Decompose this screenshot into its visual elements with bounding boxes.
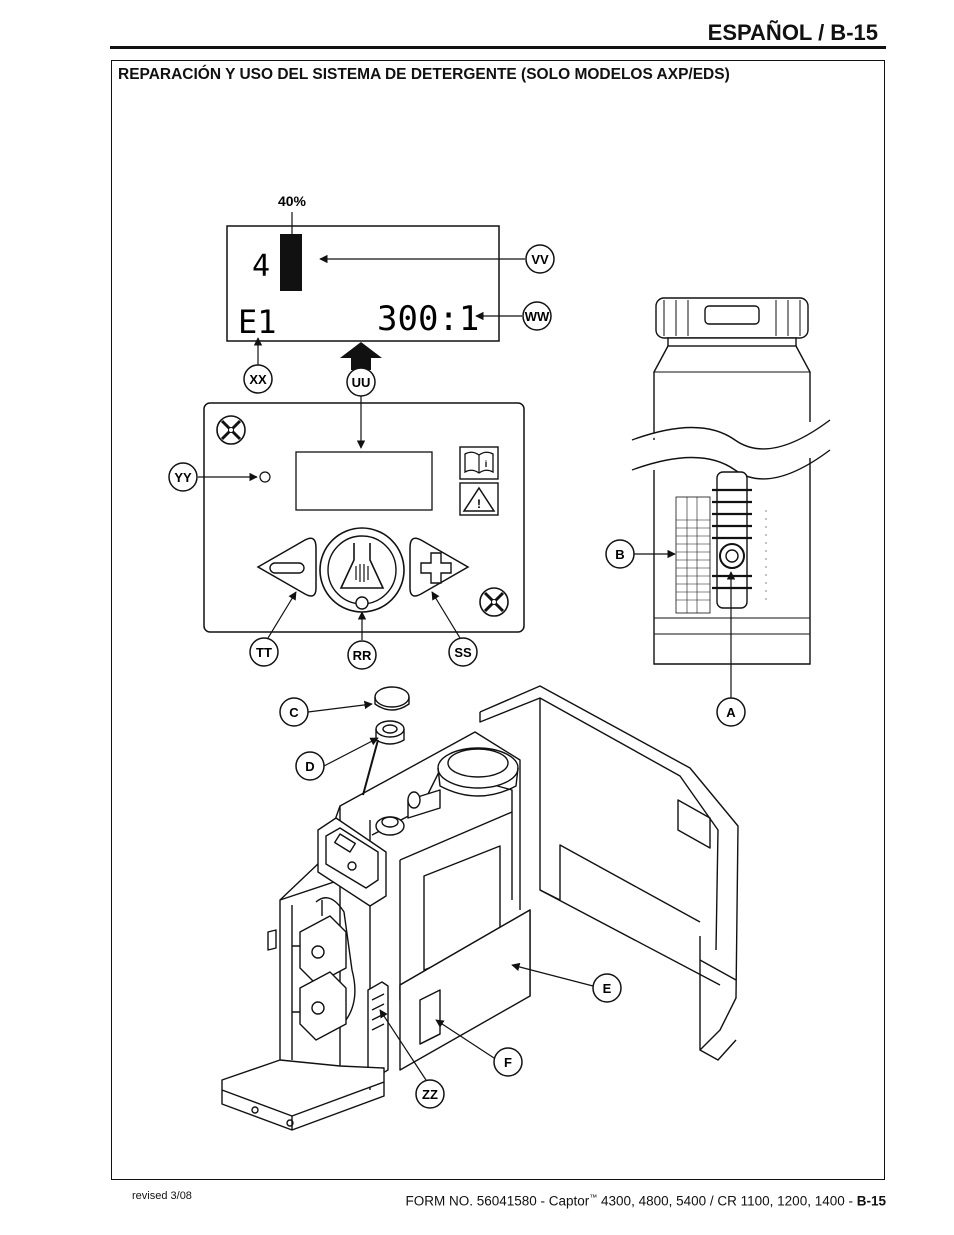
manual-icon: i — [459, 446, 499, 480]
callout-a: A — [726, 705, 736, 720]
callout-zz: ZZ — [422, 1087, 438, 1102]
svg-text:i: i — [485, 459, 488, 469]
callout-f: F — [504, 1055, 512, 1070]
ratio-readout: 300:1 — [377, 299, 479, 339]
level-number: 4 — [252, 249, 270, 284]
minus-button[interactable] — [256, 537, 317, 597]
callout-c: C — [289, 705, 299, 720]
percent-label: 40% — [278, 193, 307, 209]
panel-screen — [295, 451, 433, 511]
page-header: ESPAÑOL / B-15 — [707, 20, 878, 45]
section-title: REPARACIÓN Y USO DEL SISTEMA DE DETERGEN… — [118, 66, 730, 83]
callout-ww: WW — [525, 309, 550, 324]
svg-text:!: ! — [477, 497, 481, 511]
header-rule — [110, 46, 886, 49]
callout-yy: YY — [174, 470, 192, 485]
status-led — [259, 471, 271, 483]
level-bar — [280, 234, 302, 291]
revision-note: revised 3/08 — [132, 1190, 192, 1202]
plus-button[interactable] — [409, 537, 470, 597]
callout-ss: SS — [454, 645, 472, 660]
callout-vv: VV — [531, 252, 549, 267]
callout-b: B — [615, 547, 624, 562]
callout-uu: UU — [352, 375, 371, 390]
control-panel: YY i ! — [168, 396, 525, 670]
page-number: B-15 — [856, 1193, 886, 1209]
form-number: FORM NO. 56041580 - Captor™ 4300, 4800, … — [405, 1193, 886, 1209]
detergent-button[interactable] — [319, 527, 405, 613]
detergent-bottle — [631, 297, 831, 698]
error-code: E1 — [238, 303, 277, 341]
fan-icon — [216, 415, 246, 445]
warning-icon: ! — [459, 482, 499, 516]
callout-rr: RR — [353, 648, 372, 663]
callout-xx: XX — [249, 372, 267, 387]
figure-frame — [111, 60, 885, 1180]
dispenser-assembly — [221, 685, 739, 1131]
callout-e: E — [603, 981, 612, 996]
callout-d: D — [305, 759, 314, 774]
lcd-display-detail: 40% 4 E1 300:1 VV WW XX UU — [226, 193, 555, 397]
callout-tt: TT — [256, 645, 272, 660]
fan-icon — [479, 587, 509, 617]
